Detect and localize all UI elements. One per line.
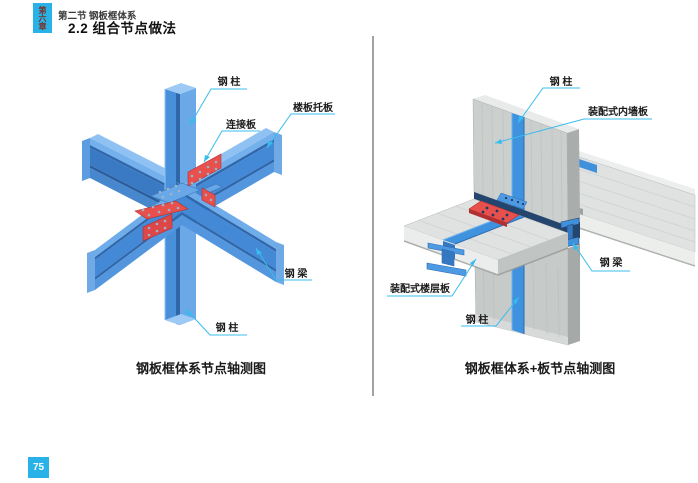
left-diagram-callouts: 钢 柱 楼板托板 连接板 钢 梁 钢 柱 (185, 75, 335, 336)
right-diagram-wall-slab-joint: 钢 柱 装配式内墙板 钢 梁 装配式楼层板 钢 柱 (387, 75, 696, 346)
left-diagram-caption: 钢板框体系节点轴测图 (135, 361, 266, 376)
joint-connection (468, 192, 528, 227)
label-floor-panel: 装配式楼层板 (389, 282, 451, 295)
label-beam-left: 钢 梁 (285, 267, 309, 280)
left-diagram-steel-joint: 钢 柱 楼板托板 连接板 钢 梁 钢 柱 (82, 75, 335, 336)
chapter-tab: 第六章 (33, 3, 52, 33)
label-column-top-right: 钢 柱 (550, 75, 573, 88)
label-column-bottom-right: 钢 柱 (466, 313, 489, 326)
label-column-bottom: 钢 柱 (216, 321, 239, 334)
label-column-top: 钢 柱 (218, 75, 241, 88)
back-floor-slab (572, 149, 696, 267)
ibeam-bracket (426, 242, 467, 277)
label-floor-bracket: 楼板托板 (293, 101, 334, 114)
label-beam-right: 钢 梁 (600, 256, 624, 269)
section-label: 第二节 钢板框体系 (58, 12, 137, 22)
upper-wall-panel (472, 95, 580, 227)
page-title: 2.2 组合节点做法 (68, 21, 177, 36)
page-number-badge: 75 (28, 457, 49, 478)
vertical-divider (372, 36, 374, 396)
right-diagram-callouts: 钢 柱 装配式内墙板 钢 梁 装配式楼层板 钢 柱 (387, 75, 652, 327)
right-diagram-caption: 钢板框体系+板节点轴测图 (464, 361, 616, 376)
steel-beam-end-right (560, 217, 580, 249)
connection-plates-red (134, 153, 222, 242)
steel-beam-se (174, 181, 284, 285)
label-connection-plate: 连接板 (226, 118, 257, 131)
embedded-column-strip-upper (512, 113, 524, 211)
label-wall-panel: 装配式内墙板 (587, 105, 649, 118)
